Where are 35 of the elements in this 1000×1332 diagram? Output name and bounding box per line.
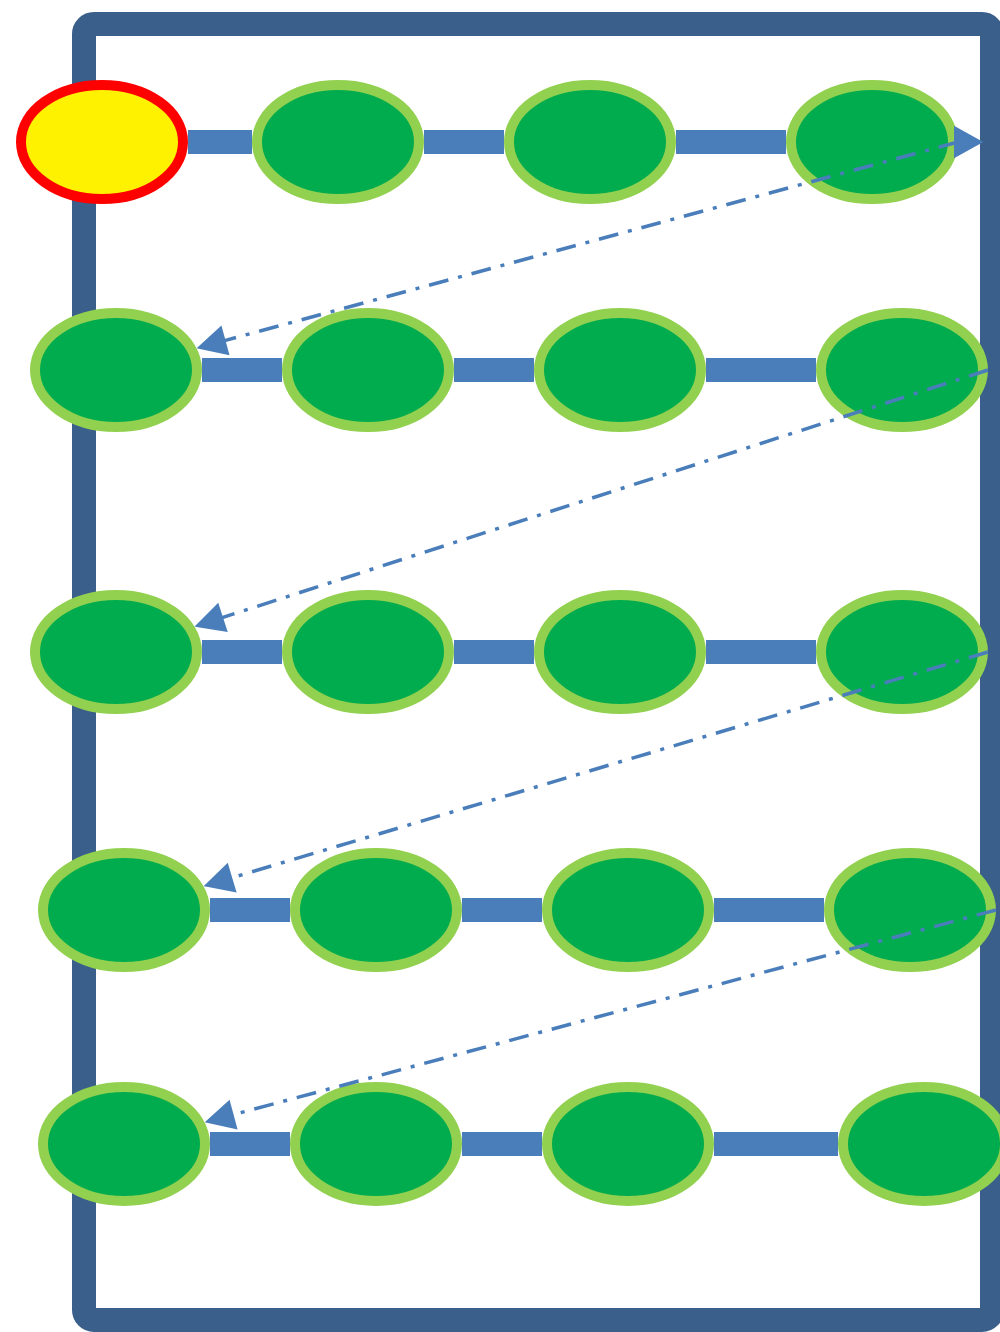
oval xyxy=(504,80,676,204)
oval xyxy=(534,590,706,714)
oval xyxy=(290,1082,462,1206)
oval xyxy=(282,308,454,432)
connector-bar xyxy=(706,358,816,382)
connector-bar xyxy=(210,898,290,922)
oval xyxy=(838,1082,1000,1206)
oval xyxy=(542,1082,714,1206)
connector-bar xyxy=(424,130,504,154)
oval xyxy=(534,308,706,432)
connector-bar xyxy=(714,1132,838,1156)
oval xyxy=(290,848,462,972)
connector-bar xyxy=(188,130,252,154)
connector-bar xyxy=(454,358,534,382)
oval xyxy=(38,1082,210,1206)
connector-bar xyxy=(202,358,282,382)
oval xyxy=(30,308,202,432)
oval xyxy=(542,848,714,972)
connector-bar xyxy=(714,898,824,922)
connector-bar xyxy=(706,640,816,664)
connector-bar xyxy=(210,1132,290,1156)
start-oval xyxy=(16,80,188,204)
oval xyxy=(38,848,210,972)
connector-bar xyxy=(202,640,282,664)
oval xyxy=(816,308,988,432)
connector-bar xyxy=(676,130,786,154)
connector-bar xyxy=(462,898,542,922)
oval xyxy=(816,590,988,714)
oval xyxy=(252,80,424,204)
connector-bar xyxy=(462,1132,542,1156)
oval xyxy=(282,590,454,714)
connector-bar xyxy=(454,640,534,664)
oval xyxy=(824,848,996,972)
oval xyxy=(786,80,958,204)
oval xyxy=(30,590,202,714)
